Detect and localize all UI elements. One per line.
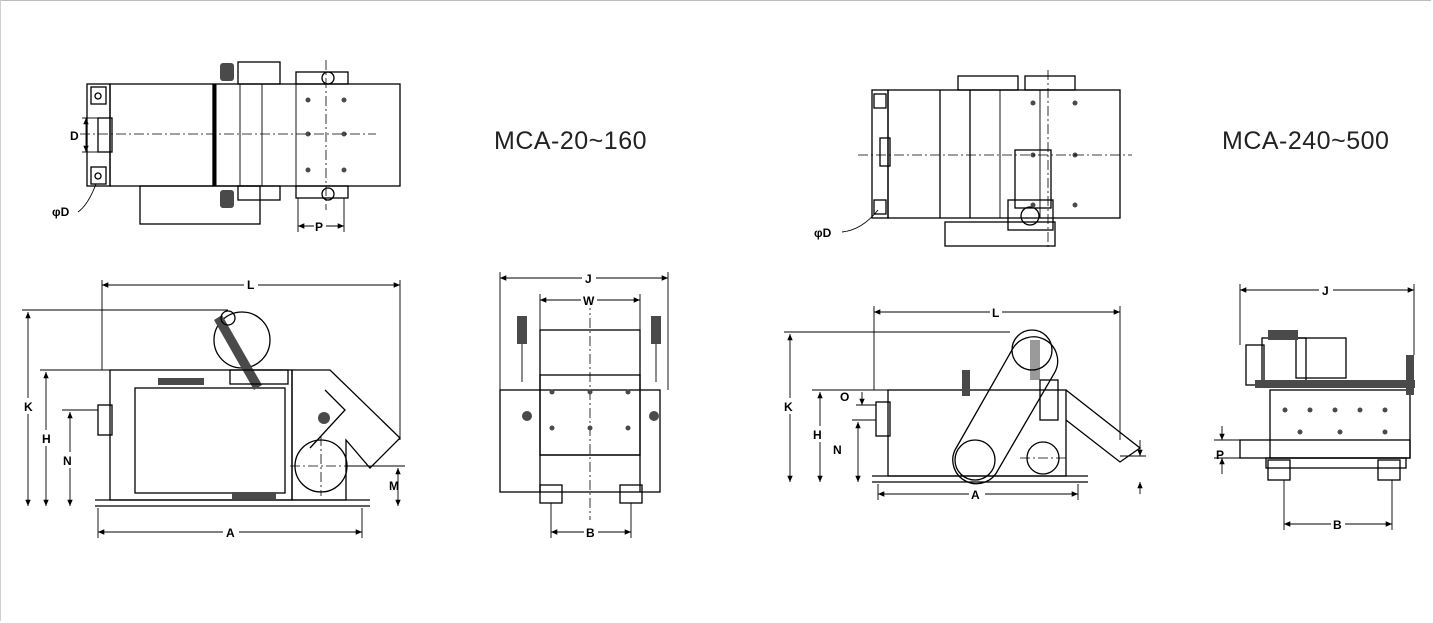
mounting-hole-bottom: [90, 166, 107, 185]
mounting-hole-top: [90, 86, 107, 105]
dim-label-M: M: [389, 479, 399, 493]
dim-label-N-small: N: [63, 454, 72, 468]
scraper-arm-icon: [214, 315, 262, 390]
dim-label-L-small: L: [247, 278, 254, 292]
model-title-large: MCA-240~500: [1222, 127, 1390, 155]
tension-bolt-icon: [220, 63, 234, 81]
dim-label-H-large: H: [813, 428, 822, 442]
dim-label-K-large: K: [784, 400, 793, 414]
small-side-view: J W B: [499, 270, 669, 540]
large-top-view: φD: [814, 70, 1132, 250]
dim-label-B-small: B: [586, 526, 595, 540]
large-front-view: L K H O N A: [782, 304, 1146, 502]
dim-label-J-small: J: [585, 272, 592, 286]
model-title-small: MCA-20~160: [494, 127, 647, 155]
dim-label-B-large: B: [1333, 518, 1342, 532]
dim-label-L-large: L: [992, 306, 999, 320]
dim-label-K-small: K: [24, 400, 33, 414]
small-top-view: D φD P: [52, 60, 401, 234]
spring-icon: [517, 316, 527, 344]
dim-label-A-large: A: [971, 488, 980, 502]
dim-label-H-small: H: [42, 432, 51, 446]
dim-label-P-large: P: [1216, 448, 1224, 462]
wing-nut-icon: [318, 412, 330, 424]
motor-side: [1261, 337, 1307, 385]
motor-top: [1014, 149, 1052, 209]
large-belt-arm: [952, 336, 1059, 485]
dim-label-N-large: N: [833, 443, 842, 457]
dim-label-A-small: A: [226, 526, 235, 540]
dim-label-phiD: φD: [52, 205, 70, 219]
dim-label-J-large: J: [1322, 284, 1329, 298]
dim-label-P-small: P: [315, 220, 323, 234]
dim-label-W: W: [583, 294, 595, 308]
dim-label-D: D: [70, 129, 79, 143]
dim-label-phiD-large: φD: [814, 226, 832, 240]
dim-label-O: O: [840, 390, 849, 404]
large-side-view: J P B: [1214, 282, 1415, 532]
small-front-view: L K H N M A: [22, 276, 405, 540]
